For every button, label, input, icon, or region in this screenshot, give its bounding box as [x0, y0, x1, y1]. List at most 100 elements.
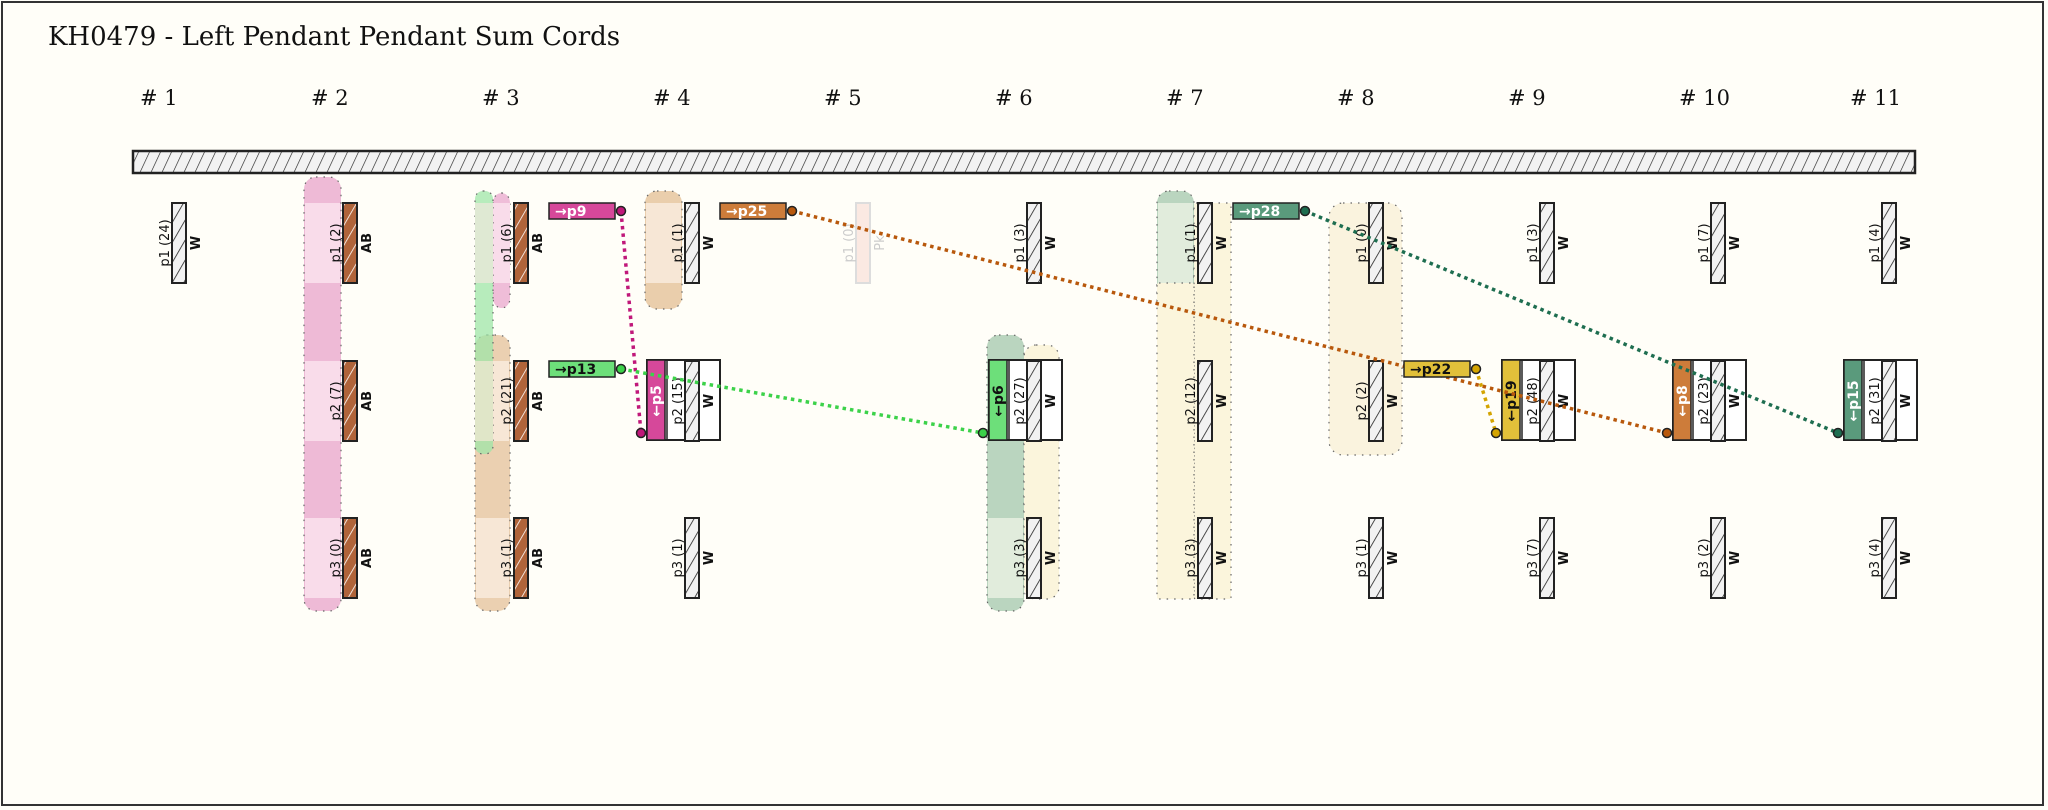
pendant-cord[interactable]: p3 (3)W — [1013, 517, 1059, 599]
cord-label: p1 (0) — [1355, 223, 1370, 262]
primary-cord — [131, 149, 1917, 175]
pendant-cord[interactable]: p1 (4) W — [1868, 202, 1914, 284]
knot-type-label: W — [1557, 394, 1572, 408]
pendant-cord[interactable]: p2 (7)AB — [329, 360, 375, 442]
pendant-cord[interactable]: p3 (1)W — [1355, 517, 1401, 599]
sum-tag-strip — [1843, 359, 1863, 441]
link-start-dot — [615, 363, 627, 375]
cord-body — [513, 202, 529, 284]
cord-label: p3 (1) — [1355, 538, 1370, 577]
cord-label: p3 (2) — [1697, 538, 1712, 577]
cord-body — [1710, 517, 1726, 599]
cord-body — [1710, 360, 1726, 442]
pendant-cord[interactable]: p1 (7)W — [1697, 202, 1743, 284]
cord-label: p2 (31) — [1868, 377, 1883, 424]
cord-label: p1 (7) — [1697, 223, 1712, 262]
knot-type-label: W — [1386, 394, 1401, 408]
sum-tag-label: ←p6 — [991, 385, 1007, 417]
knot-type-label: W — [1899, 551, 1914, 565]
pendant-cord[interactable]: p3 (1)W — [671, 517, 717, 599]
group-band — [475, 203, 493, 283]
cord-label: p3 (4) — [1868, 538, 1883, 577]
group-band — [305, 361, 340, 441]
cord-label: p1 (2) — [329, 223, 344, 262]
cord-label: p1 (1) — [1184, 223, 1199, 262]
source-tag[interactable]: →p22 — [1403, 360, 1482, 378]
cord-body — [1881, 360, 1897, 442]
column-header: # 6 — [995, 86, 1033, 110]
pendant-cord[interactable]: p1 (24) W — [158, 202, 204, 284]
cord-label: p2 (12) — [1184, 377, 1199, 424]
pendant-cord[interactable]: p2 (21)AB — [500, 360, 546, 442]
page-title: KH0479 - Left Pendant Pendant Sum Cords — [48, 22, 621, 52]
cord-body — [513, 360, 529, 442]
source-tag[interactable]: →p25 — [719, 202, 798, 220]
pendant-cord[interactable]: p1 (6) AB — [500, 202, 546, 284]
cord-label: p1 (24) — [158, 219, 173, 266]
pendant-cord[interactable]: p3 (1)AB — [500, 517, 546, 599]
cord-body — [1368, 517, 1384, 599]
link-end-dot — [1661, 427, 1673, 439]
sum-tag-strip — [1501, 359, 1521, 441]
cord-label: p3 (7) — [1526, 538, 1541, 577]
knot-type-label: AB — [360, 391, 375, 411]
pendant-cord[interactable]: p3 (0)AB — [329, 517, 375, 599]
cord-label: p3 (1) — [500, 538, 515, 577]
pendant-cord[interactable]: p3 (4) W — [1868, 517, 1914, 599]
knot-type-label: W — [1215, 551, 1230, 565]
source-tag[interactable]: →p13 — [548, 360, 627, 378]
pendant-cord[interactable]: p3 (3) W — [1184, 517, 1230, 599]
pendant-cord[interactable]: p2 (2)W — [1355, 360, 1401, 442]
knot-type-label: AB — [531, 233, 546, 253]
knot-type-label: W — [189, 236, 204, 250]
link-start-dot — [786, 205, 798, 217]
cord-label: p2 (21) — [500, 377, 515, 424]
sum-link-line — [1304, 209, 1839, 435]
pendant-cord[interactable]: p3 (2)W — [1697, 517, 1743, 599]
pendant-cord[interactable]: p1 (3)W — [1526, 202, 1572, 284]
source-tag[interactable]: →p28 — [1232, 202, 1311, 220]
sum-link-line — [619, 210, 643, 434]
pendant-cord[interactable]: p1 (1)W — [1184, 202, 1230, 284]
cord-body — [1539, 360, 1555, 442]
cord-body — [684, 517, 700, 599]
cord-label: p1 (4) — [1868, 223, 1883, 262]
source-tag-box — [1403, 360, 1471, 378]
knot-type-label: W — [1899, 236, 1914, 250]
pendant-cord[interactable]: p2 (12)W — [1184, 360, 1230, 442]
cord-label: p1 (3) — [1526, 223, 1541, 262]
knot-type-label: AB — [360, 233, 375, 253]
cord-label: p1 (6) — [500, 223, 515, 262]
source-tag-box — [548, 202, 616, 220]
pendant-cord[interactable]: p3 (7)W — [1526, 517, 1572, 599]
cord-body — [1026, 517, 1042, 599]
sum-link-line — [620, 367, 984, 435]
cord-body — [1881, 517, 1897, 599]
group-band — [475, 361, 493, 441]
sum-tag-strip — [646, 359, 666, 441]
pendant-cord[interactable]: p1 (0)Pk — [842, 202, 888, 284]
sum-tag-label: ←p5 — [649, 385, 665, 417]
column-header: # 1 — [140, 86, 178, 110]
pendant-cord[interactable]: p1 (2) AB — [329, 202, 375, 284]
knot-type-label: W — [702, 236, 717, 250]
sum-tag-strip — [988, 359, 1008, 441]
pendant-cord[interactable]: p1 (1)W — [671, 202, 717, 284]
cord-body — [513, 517, 529, 599]
cord-label: p3 (3) — [1184, 538, 1199, 577]
source-tag[interactable]: →p9 — [548, 202, 627, 220]
column-header: # 7 — [1166, 86, 1204, 110]
cord-label: p2 (48) — [1526, 377, 1541, 424]
column-header: # 11 — [1850, 86, 1901, 110]
cord-body — [1026, 360, 1042, 442]
knot-type-label: Pk — [873, 235, 888, 251]
column-header: # 3 — [482, 86, 520, 110]
pendant-cord[interactable]: p1 (3)W — [1013, 202, 1059, 284]
source-tag-label: →p9 — [555, 204, 587, 220]
